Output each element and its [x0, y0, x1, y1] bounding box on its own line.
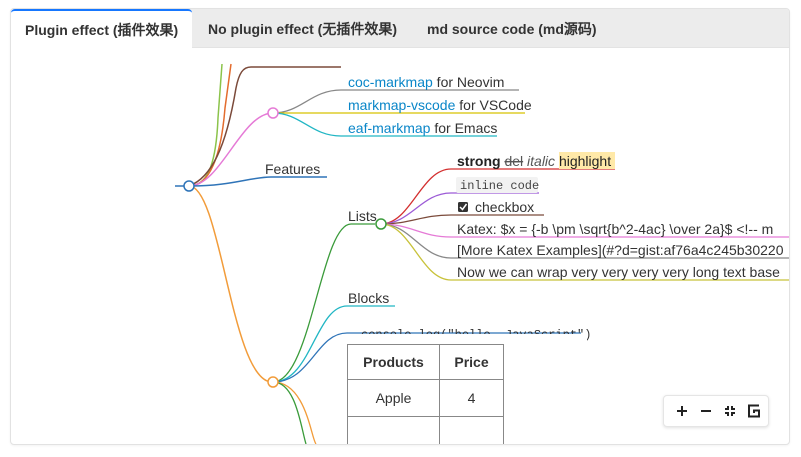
markmap-preview-panel: Plugin effect (插件效果) No plugin effect (无… — [10, 8, 790, 445]
checkbox-label: checkbox — [475, 199, 534, 215]
mindmap-canvas[interactable]: coc-markmap for Neovim markmap-vscode fo… — [11, 48, 789, 444]
wrap-text: Now we can wrap very very very very long… — [457, 264, 780, 280]
table-cell-price: 4 — [439, 379, 504, 417]
tab-md-source-code[interactable]: md source code (md源码) — [427, 21, 597, 37]
table-cell-empty — [439, 416, 504, 444]
tab-plugin-effect[interactable]: Plugin effect (插件效果) — [11, 9, 193, 49]
tab-no-plugin-effect[interactable]: No plugin effect (无插件效果) — [208, 21, 397, 37]
edge-root-editors — [188, 112, 274, 187]
zoom-in-button[interactable] — [670, 396, 694, 426]
table-row: Apple 4 — [347, 379, 504, 417]
link-coc-markmap-label: coc-markmap for Neovim — [348, 74, 504, 90]
markmap-vscode-link[interactable]: markmap-vscode — [348, 97, 456, 113]
katex-text: Katex: $x = {-b \pm \sqrt{b^2-4ac} \over… — [457, 221, 773, 237]
tab-bar: Plugin effect (插件效果) No plugin effect (无… — [11, 9, 789, 49]
highlight-background — [559, 152, 615, 169]
edge-coc-markmap — [272, 89, 519, 114]
table-row-partial — [347, 416, 504, 444]
checkbox-icon[interactable] — [458, 202, 468, 212]
link-eaf-markmap-label: eaf-markmap for Emacs — [348, 120, 497, 136]
toggle-recursive-button[interactable] — [742, 396, 766, 426]
edge-root-bottom — [188, 185, 272, 383]
edge-eaf-markmap — [272, 112, 497, 137]
edge-li-checkbox — [380, 214, 544, 225]
mindmap-svg: coc-markmap for Neovim markmap-vscode fo… — [175, 63, 789, 444]
table-header-price: Price — [439, 344, 504, 380]
link-markmap-vscode-label: markmap-vscode for VSCode — [348, 97, 532, 113]
root-node-toggle[interactable] — [183, 180, 195, 192]
table-cell-empty — [347, 416, 440, 444]
plus-icon — [677, 406, 687, 416]
fit-view-button[interactable] — [718, 396, 742, 426]
bottom-node-toggle[interactable] — [267, 376, 279, 388]
features-label: Features — [265, 161, 320, 177]
lists-label: Lists — [348, 208, 377, 224]
edge-root-features — [190, 176, 327, 187]
edge-lists — [272, 223, 375, 383]
code-block-clip — [347, 334, 587, 344]
table-cell-product: Apple — [347, 379, 440, 417]
inline-code-background — [456, 177, 538, 193]
products-table: Products Price Apple 4 — [347, 344, 504, 444]
table-header-products: Products — [347, 344, 440, 380]
mindmap-toolbar — [663, 395, 769, 427]
blocks-label: Blocks — [348, 290, 389, 306]
edge-li-formatting — [380, 168, 615, 225]
edge-bottom-b — [272, 381, 307, 444]
formatting-examples: strong del italic highlight — [457, 153, 611, 169]
inline-code-text: inline code — [460, 179, 539, 193]
fit-screen-icon — [725, 406, 735, 416]
minus-icon — [701, 410, 711, 412]
recursive-toggle-icon — [748, 404, 760, 418]
edge-root-top-c — [188, 66, 341, 187]
edge-li-more-katex — [380, 223, 789, 259]
edge-bottom-a — [272, 381, 317, 444]
edge-li-katex — [380, 223, 789, 238]
edge-li-inline-code — [380, 192, 539, 225]
coc-markmap-link[interactable]: coc-markmap — [348, 74, 433, 90]
edge-code-block — [272, 332, 581, 383]
editors-node-toggle[interactable] — [267, 107, 279, 119]
table-header-row: Products Price — [347, 344, 504, 380]
zoom-out-button[interactable] — [694, 396, 718, 426]
edge-blocks — [272, 305, 395, 383]
lists-node-toggle[interactable] — [375, 218, 387, 230]
checkbox-check-icon — [459, 203, 468, 211]
edge-li-wrap — [380, 223, 789, 281]
eaf-markmap-link[interactable]: eaf-markmap — [348, 120, 431, 136]
more-katex-text: [More Katex Examples](#?d=gist:af76a4c24… — [457, 242, 784, 258]
